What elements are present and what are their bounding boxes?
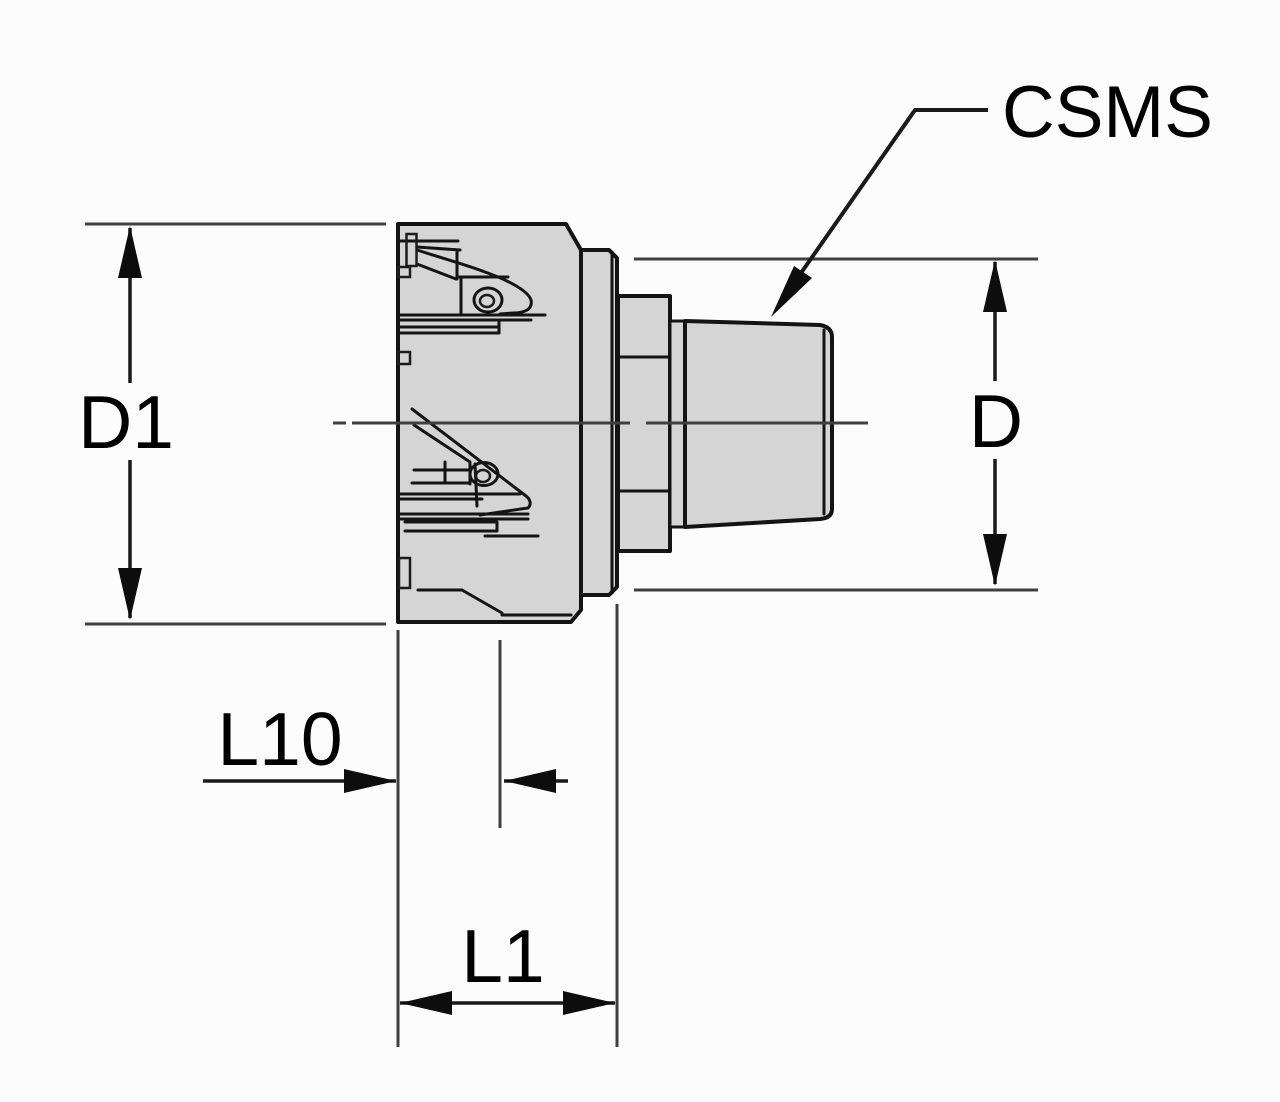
label-l1: L1 (461, 914, 544, 998)
label-csms: CSMS (1002, 72, 1213, 153)
edge-slot-top (405, 232, 418, 268)
label-d: D (969, 379, 1023, 463)
l10-arrow-right-pointing (344, 769, 396, 793)
edge-notch-middle (396, 350, 412, 366)
d-arrow-up (983, 260, 1007, 312)
label-l10: L10 (217, 697, 342, 781)
insert-screw-lower-bore (474, 468, 492, 484)
csms-leader-arrow (771, 266, 812, 317)
label-d1: D1 (78, 380, 174, 464)
insert-screw-lower (468, 461, 500, 487)
dimension-l1: L1 (400, 914, 615, 1015)
bottom-facet-lines (416, 588, 573, 617)
l1-arrow-right (563, 991, 615, 1015)
extension-lines (85, 222, 1038, 1047)
edge-notch-lower (397, 556, 412, 590)
insert-pocket-upper (396, 239, 547, 335)
d1-arrow-up (118, 226, 142, 278)
l10-arrow-left-pointing (504, 769, 556, 793)
dimension-l10: L10 (203, 697, 568, 793)
edge-notch-upper (396, 265, 412, 279)
neck-hex (616, 294, 672, 553)
insert-screw-upper (472, 286, 504, 314)
d-arrow-down (983, 534, 1007, 586)
d1-arrow-down (118, 568, 142, 620)
dimension-d: D (969, 260, 1023, 586)
callout-csms: CSMS (771, 72, 1213, 317)
l1-arrow-left (400, 991, 452, 1015)
insert-screw-upper-bore (478, 293, 496, 309)
dimension-d1: D1 (78, 226, 174, 620)
csms-leader-line (785, 108, 988, 295)
